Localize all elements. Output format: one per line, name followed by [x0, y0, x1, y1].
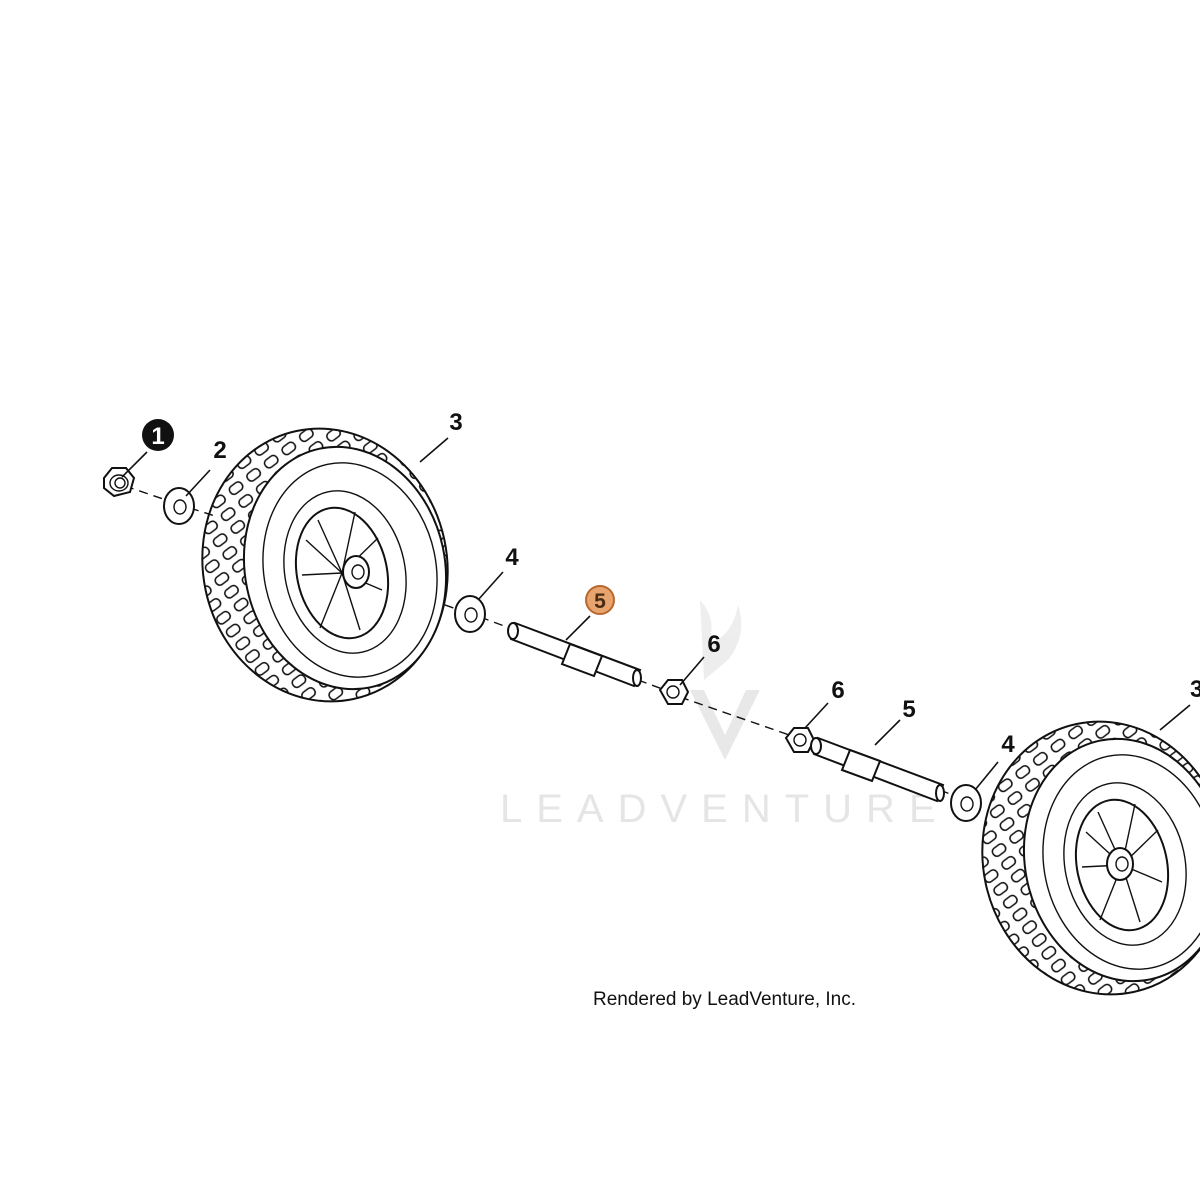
svg-text:3: 3	[449, 409, 462, 436]
callout-4-right[interactable]: 4	[1001, 731, 1015, 758]
svg-text:1: 1	[151, 423, 164, 450]
callout-1[interactable]: 1	[142, 419, 174, 451]
callout-5-left[interactable]: 5	[585, 585, 615, 615]
part-nut-6-left[interactable]	[658, 679, 690, 705]
callout-5-right[interactable]: 5	[902, 696, 915, 723]
part-wheel-right[interactable]	[957, 699, 1200, 1018]
svg-text:3: 3	[1190, 676, 1200, 703]
part-axle-5-left[interactable]	[507, 621, 642, 688]
part-wheel-left[interactable]	[177, 406, 473, 725]
part-washer-4-left[interactable]	[454, 595, 486, 633]
watermark-text: LEADVENTURE	[500, 787, 950, 831]
leader-lines	[121, 437, 1191, 791]
part-washer-2[interactable]	[163, 487, 195, 525]
callout-4-left[interactable]: 4	[505, 544, 519, 571]
callout-2[interactable]: 2	[213, 437, 226, 464]
svg-text:5: 5	[902, 696, 915, 723]
assembly-axis	[124, 485, 176, 504]
svg-text:4: 4	[1001, 731, 1015, 758]
svg-text:4: 4	[505, 544, 519, 571]
callout-6-left[interactable]: 6	[707, 631, 720, 658]
svg-text:2: 2	[213, 437, 226, 464]
svg-text:6: 6	[831, 677, 844, 704]
watermark-logo: LEADVENTURE	[500, 600, 950, 831]
part-washer-4-right[interactable]	[950, 784, 982, 822]
render-credit: Rendered by LeadVenture, Inc.	[593, 989, 856, 1010]
part-nut-1[interactable]	[103, 467, 136, 498]
part-nut-6-right[interactable]	[784, 727, 816, 753]
part-axle-5-right[interactable]	[810, 736, 945, 803]
assembly-axis	[679, 696, 796, 738]
callout-3-left[interactable]: 3	[449, 409, 462, 436]
callout-6-right[interactable]: 6	[831, 677, 844, 704]
svg-text:6: 6	[707, 631, 720, 658]
svg-text:5: 5	[594, 590, 606, 613]
callout-3-right[interactable]: 3	[1190, 676, 1200, 703]
